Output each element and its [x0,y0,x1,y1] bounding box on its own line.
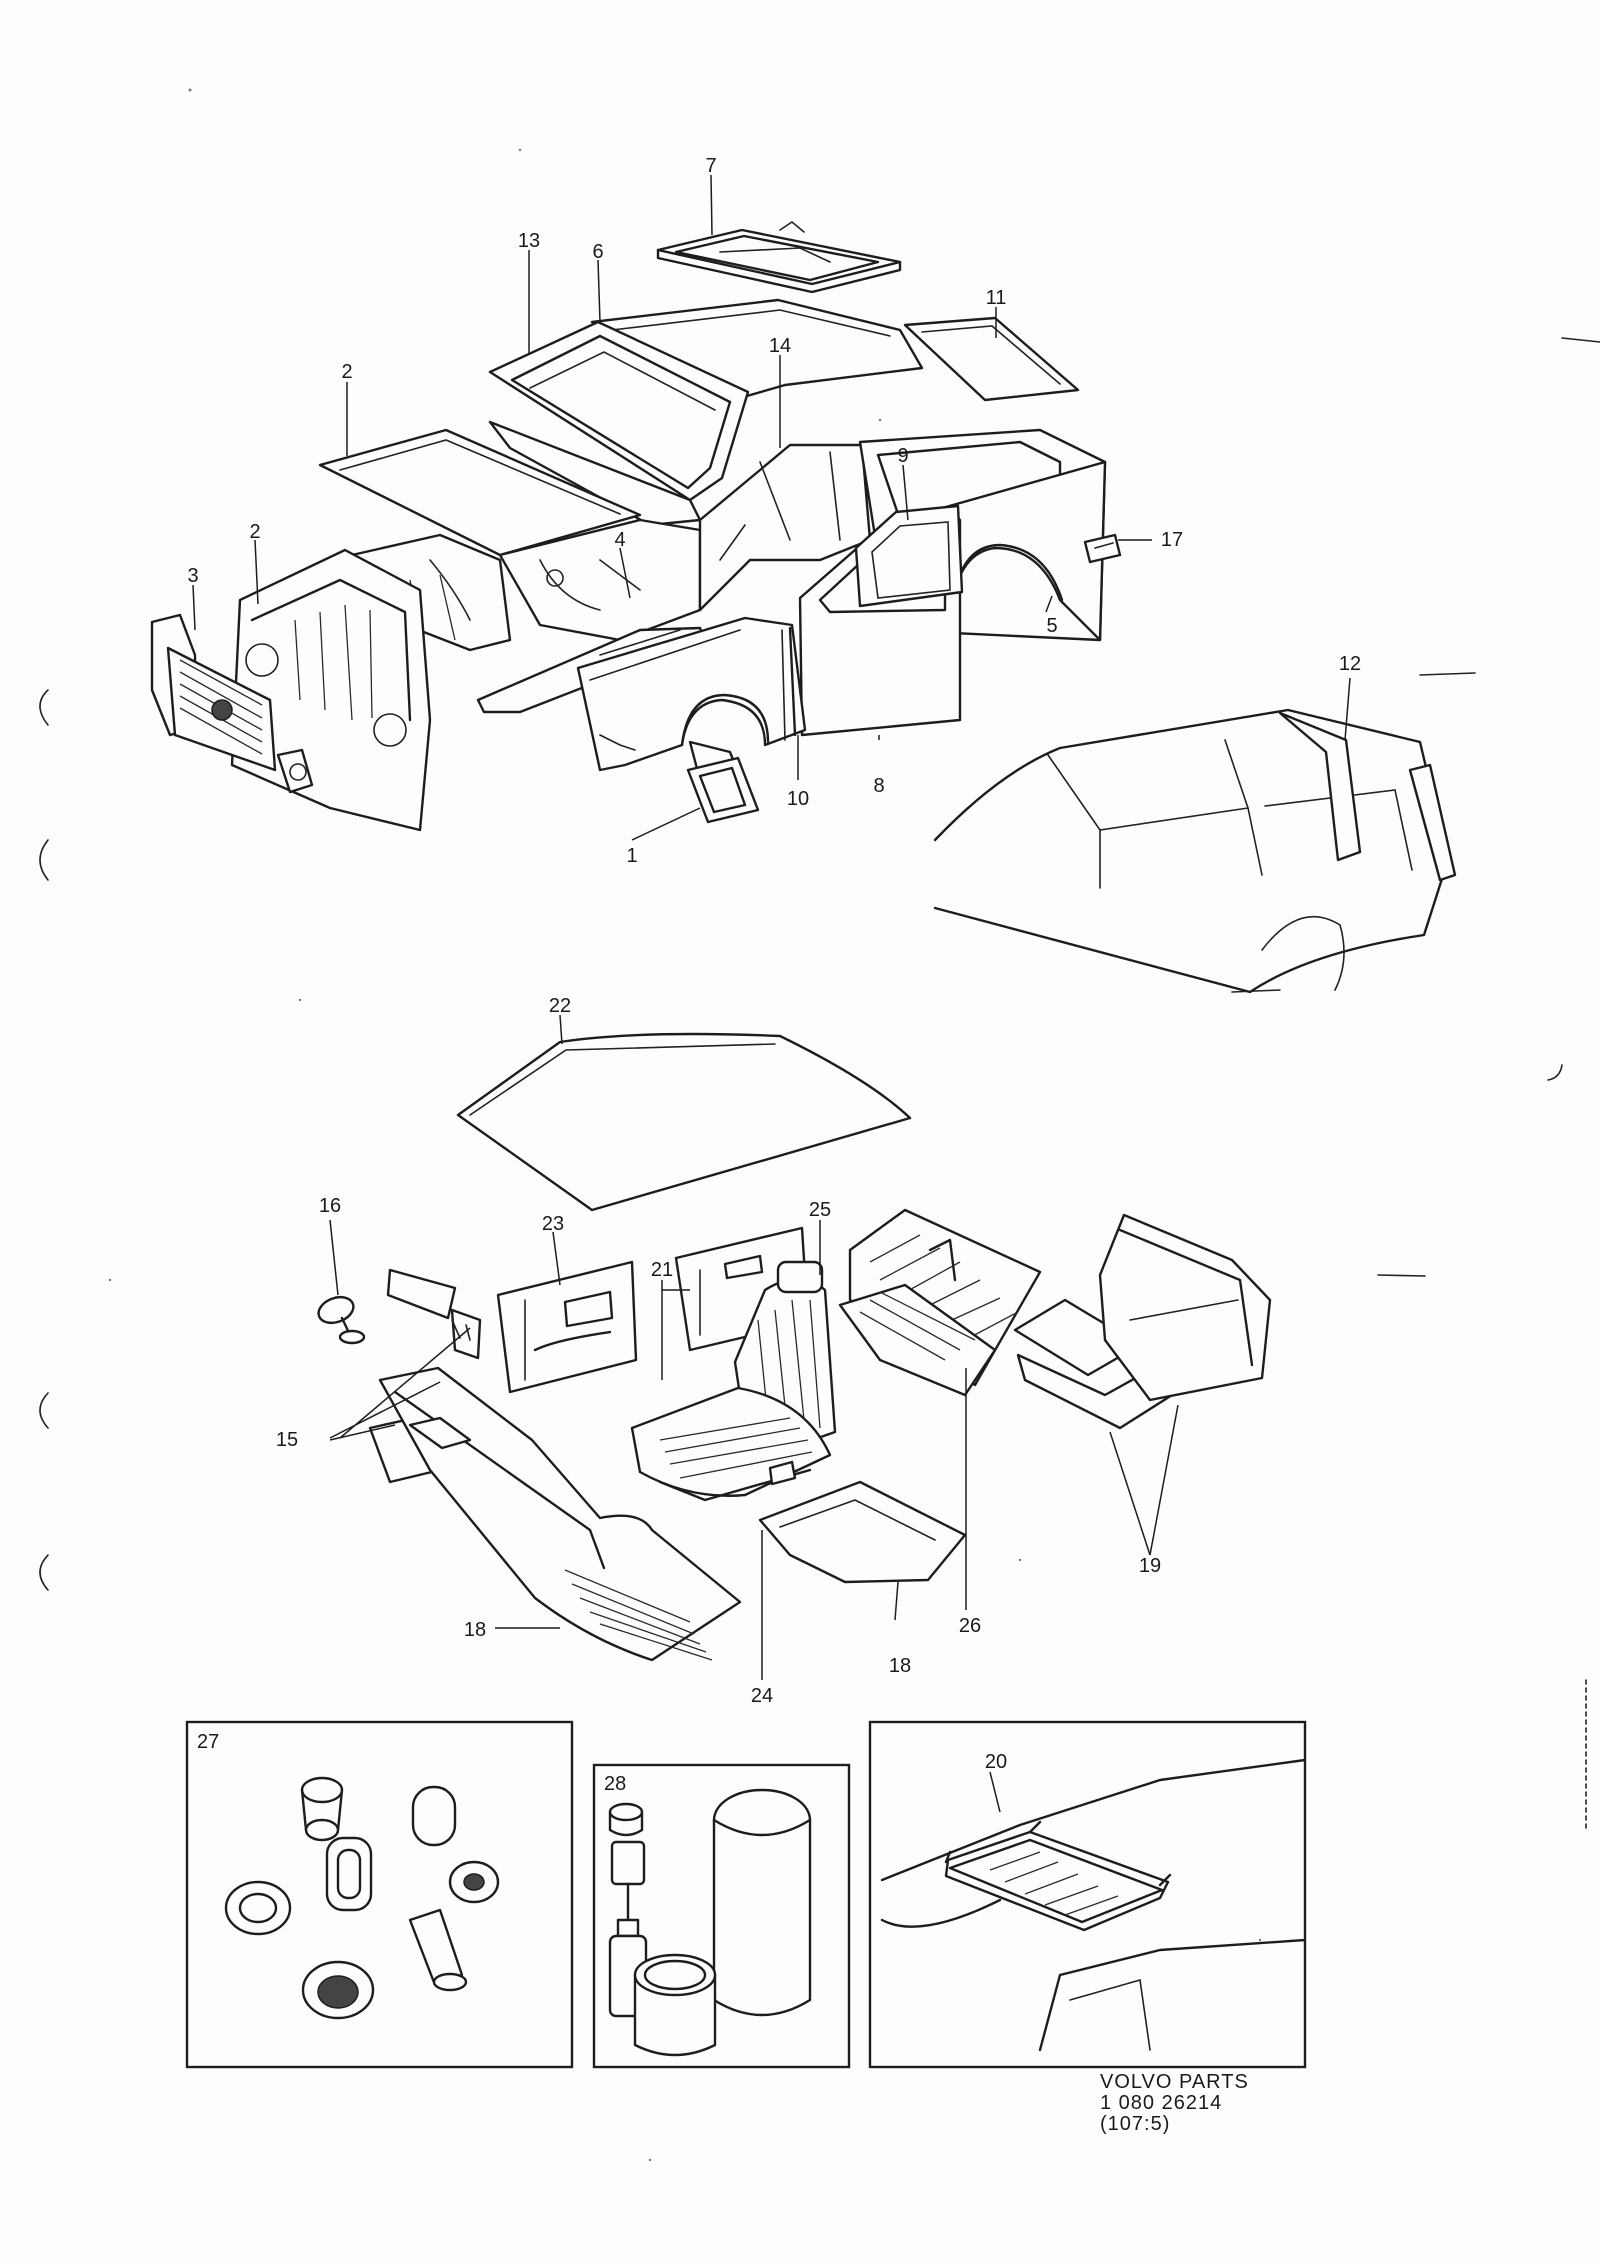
callout-18-front: 18 [464,1619,486,1641]
callout-6: 6 [592,241,603,263]
callout-9: 9 [897,445,908,467]
callout-8: 8 [873,775,884,797]
caption-part-number: 1 080 26214 [1100,2092,1223,2114]
part-7-sunroof-panel [656,221,902,294]
callout-23: 23 [542,1213,564,1235]
caption-brand: VOLVO PARTS [1100,2071,1249,2093]
panel-27-grommets [185,1720,574,2069]
callout-10: 10 [787,788,809,810]
callout-25: 25 [809,1199,831,1221]
callout-2-bonnet: 2 [341,361,352,383]
callout-22: 22 [549,995,571,1017]
part-24-front-seat [630,1260,837,1502]
part-22-headliner [456,1032,912,1212]
panel-28-adhesives [592,1763,851,2069]
part-28-adhesives [608,1788,812,2057]
part-20-roof-rack [880,1758,1307,2052]
part-27-grommets [224,1776,500,2020]
leader-lines [192,174,1351,1813]
part-25-rear-seat [838,1208,1042,1397]
callout-26: 26 [959,1615,981,1637]
callout-2-front: 2 [249,521,260,543]
callout-labels: 1 2 2 3 4 5 6 7 8 9 10 11 12 13 14 15 16… [187,155,1361,1795]
callout-11: 11 [986,287,1007,309]
part-12-wagon-outline [933,708,1457,994]
callout-16: 16 [319,1195,341,1217]
part-19-trunk-mats [1013,1213,1272,1430]
callout-19: 19 [1139,1555,1161,1577]
part-11-trunk-lid [903,316,1080,402]
callout-15: 15 [276,1429,298,1451]
callout-14: 14 [769,335,791,357]
callout-18-rear: 18 [889,1655,911,1677]
callout-1: 1 [626,845,637,867]
callout-21: 21 [651,1259,673,1281]
callout-13: 13 [518,230,540,252]
panel-20-roof-rack [868,1720,1307,2069]
callout-24: 24 [751,1685,773,1707]
callout-27: 27 [197,1731,219,1753]
part-18-carpets [378,1366,967,1662]
callout-4: 4 [614,529,625,551]
callout-3: 3 [187,565,198,587]
part-16-mirror [317,1295,366,1345]
callout-17: 17 [1161,529,1183,551]
callout-28: 28 [604,1773,626,1795]
callout-12: 12 [1339,653,1361,675]
body-shell [150,298,1122,832]
callout-5: 5 [1046,615,1057,637]
caption-reference: (107:5) [1100,2113,1171,2135]
callout-20: 20 [985,1751,1007,1773]
parts-caption: VOLVO PARTS 1 080 26214 (107:5) [1100,2072,1360,2135]
scan-marks [39,88,1600,2162]
callout-7: 7 [705,155,716,177]
